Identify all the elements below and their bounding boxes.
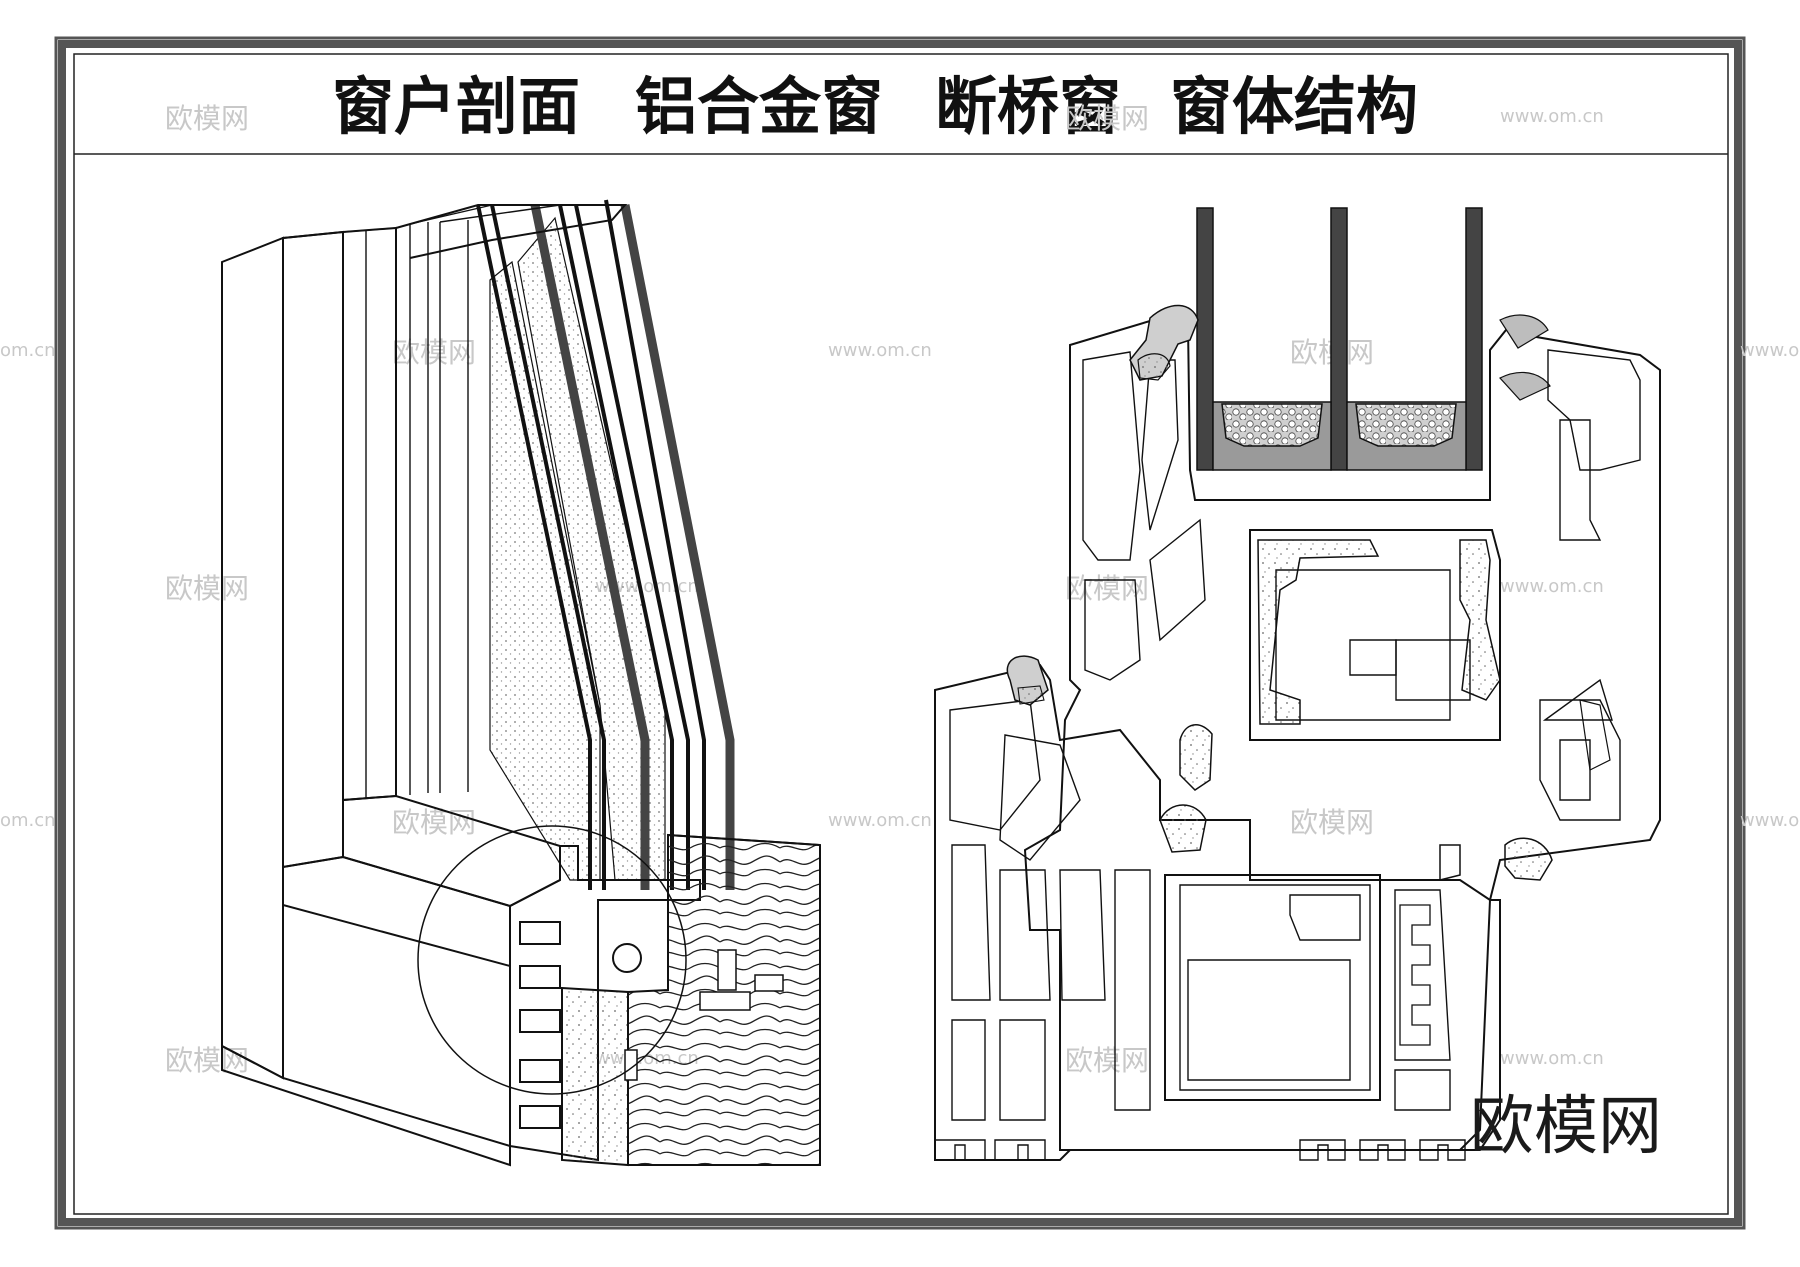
sheet-frame bbox=[54, 36, 1746, 1230]
corner-section-3d bbox=[221, 199, 821, 1167]
watermark-site: www.om.cn bbox=[1740, 810, 1800, 831]
title-part-section: 窗户剖面 bbox=[332, 70, 580, 143]
glass-pane bbox=[1196, 207, 1214, 471]
watermark-brand: 欧模网 bbox=[392, 806, 476, 839]
watermark-site: www.om.cn bbox=[828, 810, 932, 831]
watermark-site: www.om.cn bbox=[1500, 576, 1604, 597]
watermark-site: www.om.cn bbox=[828, 340, 932, 361]
watermark-site-edge: om.cn bbox=[0, 340, 56, 361]
watermark-brand: 欧模网 bbox=[1065, 1044, 1149, 1077]
title-part-aluminum: 铝合金窗 bbox=[635, 70, 883, 143]
watermark-brand: 欧模网 bbox=[165, 572, 249, 605]
watermarks: 欧模网 欧模网 www.om.cn 欧模网 www.om.cn 欧模网 www.… bbox=[0, 102, 1800, 1077]
bottom-drain-feet bbox=[934, 1139, 1466, 1161]
title-block: 窗户剖面 铝合金窗 断桥窗 窗体结构 bbox=[332, 70, 1418, 143]
watermark-site: www.om.cn bbox=[1500, 106, 1604, 127]
watermark-site: www.om.cn bbox=[1500, 1048, 1604, 1069]
profile-section-2d bbox=[934, 207, 1661, 1161]
brand-watermark-large: 欧模网 bbox=[1470, 1090, 1662, 1164]
watermark-site-edge: om.cn bbox=[0, 810, 56, 831]
watermark-brand: 欧模网 bbox=[392, 336, 476, 369]
glass-pane bbox=[1330, 207, 1348, 471]
watermark-brand: 欧模网 bbox=[1065, 102, 1149, 135]
glass-pane bbox=[1465, 207, 1483, 471]
watermark-site: www.om.cn bbox=[1740, 340, 1800, 361]
title-part-broken-bridge: 断桥窗 bbox=[935, 70, 1121, 143]
detail-circle bbox=[417, 825, 687, 1095]
watermark-brand: 欧模网 bbox=[165, 102, 249, 135]
watermark-brand: 欧模网 bbox=[165, 1044, 249, 1077]
title-part-structure: 窗体结构 bbox=[1170, 70, 1418, 143]
watermark-brand: 欧模网 bbox=[1290, 806, 1374, 839]
